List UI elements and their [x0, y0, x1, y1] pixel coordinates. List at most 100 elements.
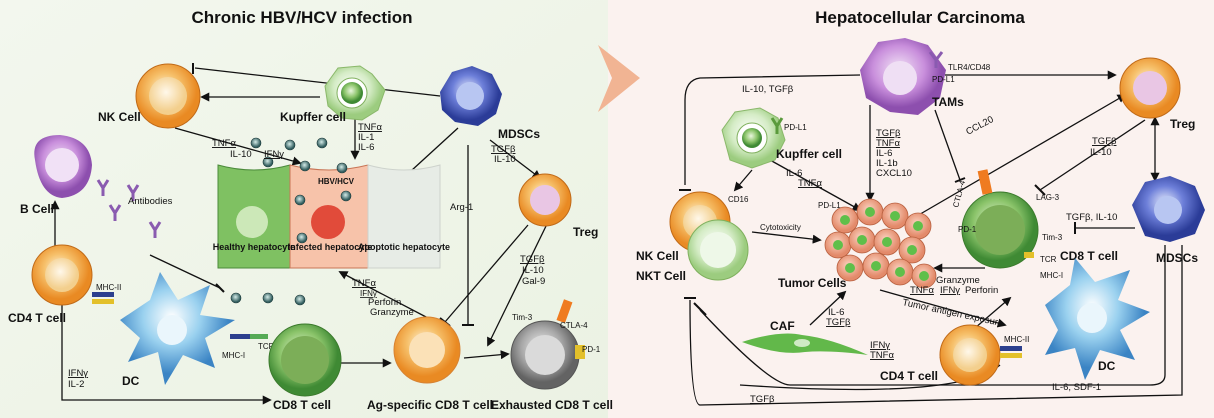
tam-tnfa: TNFα — [876, 138, 900, 149]
cd4-ifng: IFNγ — [68, 368, 88, 379]
b-cell — [34, 135, 92, 198]
ag-specific-cd8-cell — [393, 316, 461, 384]
mdsc-tgfb: TGFβ — [491, 144, 516, 155]
ag-granzyme: Granzyme — [370, 307, 414, 318]
nk-cell-label: NK Cell — [636, 249, 679, 263]
tams-label: TAMs — [932, 95, 964, 109]
kc-tnfa: TNFα — [798, 178, 822, 189]
kc-il1: IL-1 — [358, 132, 374, 143]
arg1: Arg-1 — [450, 202, 473, 213]
cd8-tnfa: TNFα — [910, 285, 934, 296]
infected-hepatocyte — [289, 164, 369, 269]
lag3-label: LAG-3 — [1036, 193, 1060, 202]
antibodies-label: Antibodies — [128, 196, 173, 207]
tam-il6: IL-6 — [876, 148, 892, 159]
left-nk-label: NK Cell — [98, 110, 141, 124]
healthy-label: Healthy hepatocyte — [213, 242, 296, 252]
left-cd4-label: CD4 T cell — [8, 311, 66, 325]
exh-cd8-label: Exhausted CD8 T cell — [491, 398, 613, 412]
il6-sdf1-label: IL-6, SDF-1 — [1052, 382, 1101, 393]
tim3-label: Tim-3 — [1042, 233, 1063, 242]
treg-tgfb: TGFβ — [520, 254, 545, 265]
right-kupffer-label: Kupffer cell — [776, 147, 842, 161]
right-mdsc-cell — [1132, 176, 1205, 242]
left-cd8-label: CD8 T cell — [273, 398, 331, 412]
left-cd8-cell — [268, 323, 342, 397]
hbv-hcv-label: HBV/HCV — [318, 177, 355, 186]
apoptotic-hepatocyte — [367, 164, 441, 269]
left-tcr-label: TCR — [258, 342, 275, 351]
mdsc-il10: IL-10 — [494, 154, 516, 165]
cd4-tnfa: TNFα — [870, 350, 894, 361]
right-nkt-cell — [687, 219, 749, 281]
tam-tgfb: TGFβ — [876, 128, 901, 139]
caf-tgfb: TGFβ — [826, 317, 851, 328]
nk-ifng: IFNγ — [264, 149, 284, 160]
treg-il10: IL-10 — [522, 265, 544, 276]
cd8-granzyme: Granzyme — [936, 275, 980, 286]
b-cell-label: B Cell — [20, 202, 54, 216]
cd16-label: CD16 — [728, 195, 749, 204]
right-cd4-cell — [939, 324, 1022, 386]
left-kupffer-cell — [324, 65, 386, 121]
cd8-ifng: IFNγ — [940, 285, 960, 296]
tams-cell — [860, 38, 946, 115]
cytotoxicity-label: Cytotoxicity — [760, 223, 801, 232]
left-kupffer-label: Kupffer cell — [280, 110, 346, 124]
tumor-cells-label: Tumor Cells — [778, 276, 847, 290]
left-mdsc-label: MDSCs — [498, 127, 540, 141]
caf-cell — [742, 333, 868, 355]
right-cd4-label: CD4 T cell — [880, 369, 938, 383]
cd8-perforin: Perforin — [965, 285, 998, 296]
nkt-cell-label: NKT Cell — [636, 269, 686, 283]
left-mdsc-cell — [440, 66, 502, 126]
tam-pdl1-label: PD-L1 — [932, 75, 955, 84]
treg-tgfb: TGFβ — [1092, 136, 1117, 147]
tumor-pdl1-label: PD-L1 — [818, 201, 841, 210]
ag-cd8-label: Ag-specific CD8 T cell — [367, 398, 493, 412]
exhausted-cd8-cell — [510, 299, 585, 390]
left-nk-cell — [135, 63, 201, 129]
left-mhc1-label: MHC-I — [222, 351, 245, 360]
right-cd8-cell — [961, 169, 1039, 269]
tlr-label: TLR4/CD48 — [948, 63, 991, 72]
ag-perforin: Perforin — [368, 297, 401, 308]
pd1-label: PD-1 — [958, 225, 977, 234]
mhc2-label: MHC-II — [1004, 335, 1029, 344]
treg-il10: IL-10 — [1090, 147, 1112, 158]
kc-tnfa: TNFα — [358, 122, 382, 133]
apoptotic-label: Apoptotic hepatocyte — [358, 242, 450, 252]
title-left: Chronic HBV/HCV infection — [191, 8, 412, 27]
kc-il6: IL-6 — [786, 168, 802, 179]
ag-tnfa: TNFα — [352, 278, 376, 289]
right-cd8-label: CD8 T cell — [1060, 249, 1118, 263]
healthy-hepatocyte — [217, 164, 291, 269]
left-cd4-cell — [31, 244, 114, 306]
tcr-label: TCR — [1040, 255, 1057, 264]
tumor-nuclei — [833, 207, 929, 281]
right-kupffer-cell — [721, 107, 786, 169]
transition-arrow-icon — [598, 45, 640, 112]
title-right: Hepatocellular Carcinoma — [815, 8, 1025, 27]
nk-il10: IL-10 — [230, 149, 252, 160]
bottom-tgfb: TGFβ — [750, 394, 775, 405]
tam-il1b: IL-1b — [876, 158, 898, 169]
caf-il6: IL-6 — [828, 307, 844, 318]
right-dc-cell — [1045, 258, 1150, 380]
antibody-icon-group — [96, 179, 162, 238]
ag-ifng: IFNγ — [360, 289, 377, 298]
right-mdsc-label: MDSCs — [1156, 251, 1198, 265]
il10-tgfb-label: IL-10, TGFβ — [742, 84, 794, 95]
left-pd1-label: PD-1 — [582, 345, 601, 354]
left-treg-label: Treg — [573, 225, 598, 239]
left-treg-cell — [518, 173, 572, 227]
mdsc-factors: TGFβ, IL-10 — [1066, 212, 1117, 223]
tam-cxcl10: CXCL10 — [876, 168, 912, 179]
caf-label: CAF — [770, 319, 795, 333]
treg-gal9: Gal-9 — [522, 276, 545, 287]
virus-particle-icons — [230, 137, 352, 306]
left-mhc2-label: MHC-II — [96, 283, 121, 292]
infected-label: Infected hepatocyte — [288, 242, 373, 252]
